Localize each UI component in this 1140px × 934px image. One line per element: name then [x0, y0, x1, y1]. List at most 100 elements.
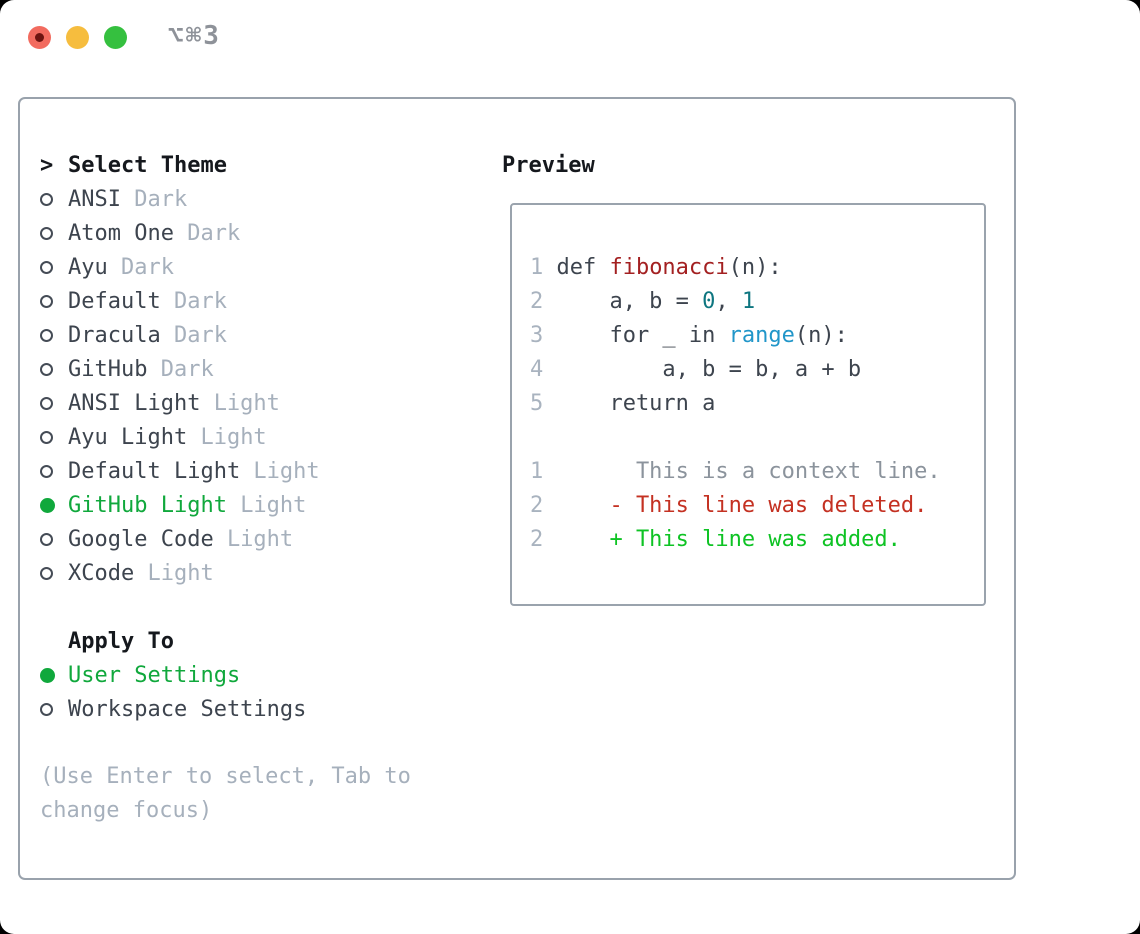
option-label: Ayu: [68, 254, 108, 280]
hint-line-2: change focus): [40, 798, 213, 823]
marker-slot: [40, 497, 68, 513]
code-segment-builtin: range: [728, 323, 795, 348]
option-label: ANSI: [68, 186, 121, 212]
code-segment-code: (n):: [728, 255, 782, 280]
theme-variant-label: Light: [200, 424, 267, 450]
marker-slot: [40, 667, 68, 683]
radio-icon: [40, 430, 53, 444]
radio-icon: [40, 702, 53, 716]
theme-variant-label: Light: [213, 390, 280, 416]
traffic-light-zoom-button[interactable]: [104, 26, 127, 49]
apply-option-user-settings[interactable]: User Settings: [40, 658, 411, 692]
traffic-light-minimize-button[interactable]: [66, 26, 89, 49]
code-segment-function: fibonacci: [609, 255, 729, 280]
line-number: 1: [530, 255, 544, 280]
radio-icon: [40, 226, 53, 240]
spacer: [40, 590, 411, 624]
code-line: 5 return a: [530, 387, 984, 421]
apply-option-workspace-settings[interactable]: Workspace Settings: [40, 692, 411, 726]
traffic-light-close-button[interactable]: [28, 26, 51, 49]
theme-variant-label: Dark: [134, 186, 188, 212]
code-segment-added: + This line was added.: [556, 527, 901, 552]
theme-variant-label: Light: [226, 526, 294, 552]
spacer: [40, 726, 411, 760]
theme-option-xcode[interactable]: XCode Light: [40, 556, 411, 590]
line-number: 3: [530, 323, 544, 348]
radio-icon: [40, 464, 53, 478]
apply-to-title: Apply To: [68, 628, 174, 654]
radio-icon: [40, 532, 53, 546]
preview-title: Preview: [502, 152, 595, 178]
marker-slot: [40, 532, 68, 546]
marker-slot: [40, 328, 68, 342]
theme-variant-label: Dark: [187, 220, 241, 246]
theme-variant-label: Dark: [173, 288, 227, 314]
code-line: 3 for _ in range(n):: [530, 319, 984, 353]
theme-option-ansi[interactable]: ANSI Dark: [40, 182, 411, 216]
theme-variant-label: Dark: [120, 254, 174, 280]
select-theme-header: > Select Theme: [40, 148, 411, 182]
hint-line-1: (Use Enter to select, Tab to: [40, 764, 411, 789]
marker-slot: [40, 260, 68, 274]
marker-slot: [40, 464, 68, 478]
line-number: 2: [530, 493, 544, 518]
option-label: XCode: [68, 560, 135, 586]
option-label: User Settings: [68, 662, 241, 688]
code-line: 2 + This line was added.: [530, 523, 984, 557]
radio-icon: [40, 192, 53, 206]
radio-icon: [40, 260, 53, 274]
keyboard-hint: (Use Enter to select, Tab to change focu…: [40, 760, 411, 828]
theme-option-github-light[interactable]: GitHub Light Light: [40, 488, 411, 522]
radio-icon: [40, 294, 53, 308]
radio-icon: [40, 396, 53, 410]
code-segment-number: 0: [702, 289, 716, 314]
close-dot-icon: [35, 33, 44, 42]
code-segment-code: for _ in: [556, 323, 729, 348]
select-theme-title: Select Theme: [68, 152, 227, 178]
line-number: 2: [530, 289, 544, 314]
marker-slot: [40, 430, 68, 444]
code-line: 4 a, b = b, a + b: [530, 353, 984, 387]
marker-slot: [40, 566, 68, 580]
theme-option-default[interactable]: Default Dark: [40, 284, 411, 318]
window-title: ⌥⌘3: [168, 21, 221, 51]
code-segment-deleted: - This line was deleted.: [556, 493, 928, 518]
code-line: 2 - This line was deleted.: [530, 489, 984, 523]
marker-slot: [40, 192, 68, 206]
marker-slot: [40, 702, 68, 716]
code-segment-code: (n):: [794, 323, 848, 348]
theme-variant-label: Light: [253, 458, 320, 484]
preview-header: Preview: [502, 148, 595, 182]
marker-slot: [40, 226, 68, 240]
line-number: 2: [530, 527, 544, 552]
code-segment-number: 1: [741, 289, 756, 314]
option-label: Atom One: [68, 220, 174, 246]
code-line: 1 This is a context line.: [530, 455, 984, 489]
theme-variant-label: Light: [147, 560, 214, 586]
theme-option-atom-one[interactable]: Atom One Dark: [40, 216, 411, 250]
option-label: Dracula: [68, 322, 161, 348]
option-label: GitHub Light: [68, 492, 227, 518]
option-label: Default: [68, 288, 161, 314]
radio-icon: [40, 362, 53, 376]
code-line: 2 a, b = 0, 1: [530, 285, 984, 319]
marker-slot: [40, 294, 68, 308]
code-segment-context: This is a context line.: [556, 459, 941, 484]
theme-option-ayu[interactable]: Ayu Dark: [40, 250, 411, 284]
theme-variant-label: Light: [240, 492, 307, 518]
option-label: Workspace Settings: [68, 696, 307, 722]
